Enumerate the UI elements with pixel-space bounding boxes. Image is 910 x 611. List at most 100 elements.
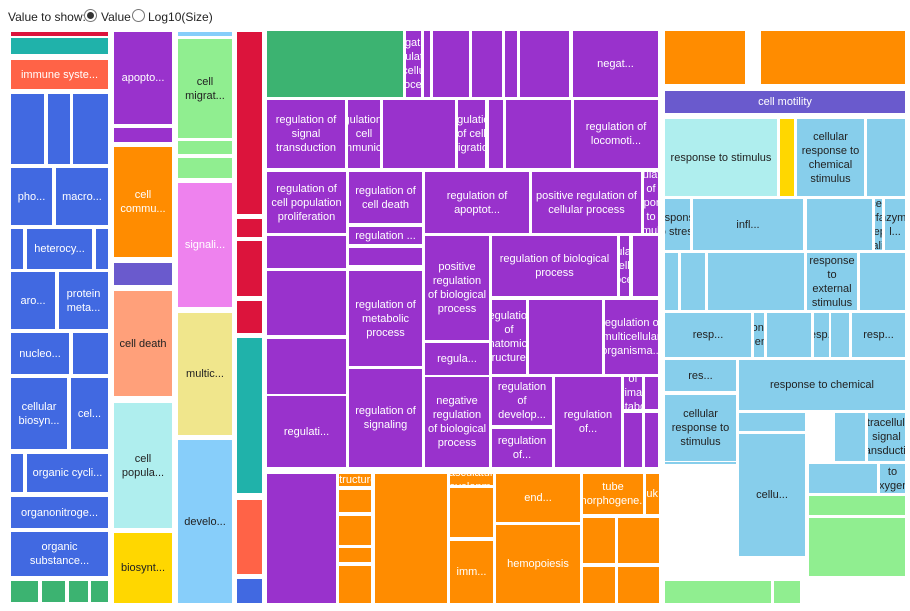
treemap-tile[interactable]	[348, 247, 423, 266]
value-radio-label[interactable]: Value	[101, 10, 131, 24]
treemap-tile[interactable]	[266, 473, 337, 604]
treemap-tile-vasculature-developm[interactable]: vasculature developm...	[449, 473, 494, 486]
treemap-tile-intracellular-signal-transducti[interactable]: intracellular signal transducti...	[867, 412, 906, 462]
treemap-tile-regulation-of-signaling[interactable]: regulation of signaling	[348, 368, 423, 468]
treemap-tile-regulation-of-apoptot[interactable]: regulation of apoptot...	[424, 171, 530, 234]
treemap-tile-cell-popula[interactable]: cell popula...	[113, 402, 173, 529]
treemap-tile[interactable]	[664, 580, 772, 604]
treemap-tile-response-to-endogenous[interactable]: response to endogenous...	[753, 312, 765, 358]
treemap-tile-res[interactable]: res...	[664, 359, 737, 392]
treemap-tile-protein-meta[interactable]: protein meta...	[58, 271, 109, 330]
treemap-tile-cellu[interactable]: cellu...	[738, 433, 806, 557]
treemap-tile[interactable]	[617, 517, 660, 564]
treemap-tile-regulation-of-locomoti[interactable]: regulation of locomoti...	[573, 99, 659, 169]
treemap-tile[interactable]	[266, 30, 404, 98]
treemap-tile[interactable]	[582, 566, 616, 604]
log10-size-radio-label[interactable]: Log10(Size)	[148, 10, 213, 24]
treemap-tile-regulation-of-cellular-process[interactable]: regulation of cellular process	[619, 235, 630, 297]
treemap-tile[interactable]	[113, 262, 173, 286]
treemap-tile-positive-regulation-of-biological-process[interactable]: positive regulation of biological proces…	[424, 235, 490, 341]
treemap-tile[interactable]	[177, 157, 233, 179]
treemap-tile[interactable]	[90, 580, 109, 603]
treemap-tile-regulation-of-cell-communica[interactable]: regulation of cell communica...	[347, 99, 381, 169]
treemap-tile-macro[interactable]: macro...	[55, 167, 109, 226]
treemap-tile[interactable]	[623, 412, 643, 468]
treemap-tile[interactable]	[808, 495, 906, 516]
treemap-tile[interactable]	[10, 228, 24, 270]
treemap-tile[interactable]	[644, 376, 659, 410]
treemap-tile[interactable]	[236, 337, 263, 494]
treemap-tile[interactable]	[266, 235, 347, 269]
treemap-tile[interactable]	[236, 499, 263, 575]
treemap-tile[interactable]	[374, 473, 448, 604]
treemap-tile-leuk[interactable]: leuk...	[645, 473, 660, 515]
treemap-tile[interactable]	[95, 228, 109, 270]
treemap-tile-regulation-of-response-to-stimulus[interactable]: regulation of response to stimulus	[643, 171, 659, 234]
treemap-tile[interactable]	[236, 578, 263, 604]
treemap-tile[interactable]	[504, 30, 518, 98]
treemap-tile-resp[interactable]: resp...	[813, 312, 830, 358]
treemap-tile-cell-motility[interactable]: cell motility	[664, 90, 906, 114]
treemap-tile-tube-morphogene[interactable]: tube morphogene...	[582, 473, 644, 515]
treemap-tile[interactable]	[236, 300, 263, 334]
treemap-tile[interactable]	[779, 118, 795, 197]
treemap-tile-regulation-of[interactable]: regulation of...	[491, 428, 553, 468]
treemap-tile[interactable]	[707, 252, 805, 311]
log10-size-radio-button[interactable]	[132, 9, 145, 22]
treemap-tile[interactable]	[806, 198, 873, 251]
treemap-tile[interactable]	[382, 99, 456, 169]
treemap-tile[interactable]	[177, 140, 233, 155]
treemap-tile-heterocy[interactable]: heterocy...	[26, 228, 93, 270]
treemap-tile[interactable]	[664, 30, 746, 85]
treemap-tile-cellular-biosyn[interactable]: cellular biosyn...	[10, 377, 68, 450]
treemap-tile-organic-cycli[interactable]: organic cycli...	[26, 453, 109, 493]
treemap-tile-infl[interactable]: infl...	[692, 198, 804, 251]
treemap-tile-resp[interactable]: resp...	[851, 312, 906, 358]
treemap-tile[interactable]	[10, 453, 24, 493]
treemap-tile[interactable]	[113, 127, 173, 143]
treemap-tile[interactable]	[834, 412, 866, 462]
treemap-tile-biosynt[interactable]: biosynt...	[113, 532, 173, 604]
treemap-tile-nucleo[interactable]: nucleo...	[10, 332, 70, 375]
treemap-tile[interactable]	[177, 31, 233, 37]
treemap-tile[interactable]	[68, 580, 89, 603]
treemap-tile-cellular-response-to-stimulus[interactable]: cellular response to stimulus	[664, 394, 737, 462]
treemap-tile-cell-death[interactable]: cell death	[113, 290, 173, 397]
treemap-tile[interactable]	[72, 332, 109, 375]
treemap-tile[interactable]	[519, 30, 570, 98]
treemap-tile[interactable]	[680, 252, 706, 311]
treemap-tile-cell-commu[interactable]: cell commu...	[113, 146, 173, 258]
treemap-tile-positive-regulation-of-cellular-process[interactable]: positive regulation of cellular process	[531, 171, 642, 234]
treemap-tile[interactable]	[617, 566, 660, 604]
treemap-tile[interactable]	[664, 252, 679, 311]
treemap-tile[interactable]	[488, 99, 504, 169]
treemap-tile-apopto[interactable]: apopto...	[113, 31, 173, 125]
treemap-tile[interactable]	[338, 547, 372, 563]
treemap-tile-negative-regulation-of-biological-process[interactable]: negative regulation of biological proces…	[424, 376, 490, 468]
treemap-tile-negat[interactable]: negat...	[572, 30, 659, 98]
treemap-tile[interactable]	[808, 517, 906, 577]
treemap-tile[interactable]	[10, 93, 45, 165]
treemap-tile[interactable]	[808, 463, 878, 494]
treemap-tile-cellular-response-to-chemical-stimulus[interactable]: cellular response to chemical stimulus	[796, 118, 865, 197]
treemap-tile-regulati[interactable]: regulati...	[266, 395, 347, 468]
treemap-tile-regulation[interactable]: regulation ...	[348, 226, 423, 245]
treemap-tile[interactable]	[644, 412, 659, 468]
treemap-tile[interactable]	[760, 30, 906, 85]
treemap-tile-hemopoiesis[interactable]: hemopoiesis	[495, 524, 581, 604]
treemap-tile[interactable]	[236, 240, 263, 297]
treemap-tile[interactable]	[41, 580, 66, 603]
treemap-tile-organonitroge[interactable]: organonitroge...	[10, 496, 109, 529]
treemap-tile-response-to-external-stimulus[interactable]: response to external stimulus	[806, 252, 858, 311]
treemap-tile[interactable]	[266, 270, 347, 336]
treemap-tile-cel[interactable]: cel...	[70, 377, 109, 450]
treemap-tile-regulation-of-metabolic-process[interactable]: regulation of metabolic process	[348, 270, 423, 367]
treemap-tile-regulation-of-develop[interactable]: regulation of develop...	[491, 376, 553, 426]
treemap-tile[interactable]	[528, 299, 603, 375]
treemap-tile[interactable]	[47, 93, 71, 165]
treemap-tile-regulation-of[interactable]: regulation of...	[554, 376, 622, 468]
treemap-tile[interactable]	[236, 218, 263, 238]
treemap-tile[interactable]	[10, 37, 109, 55]
treemap-tile-imm[interactable]: imm...	[449, 540, 494, 604]
treemap-tile-end[interactable]: end...	[495, 473, 581, 523]
